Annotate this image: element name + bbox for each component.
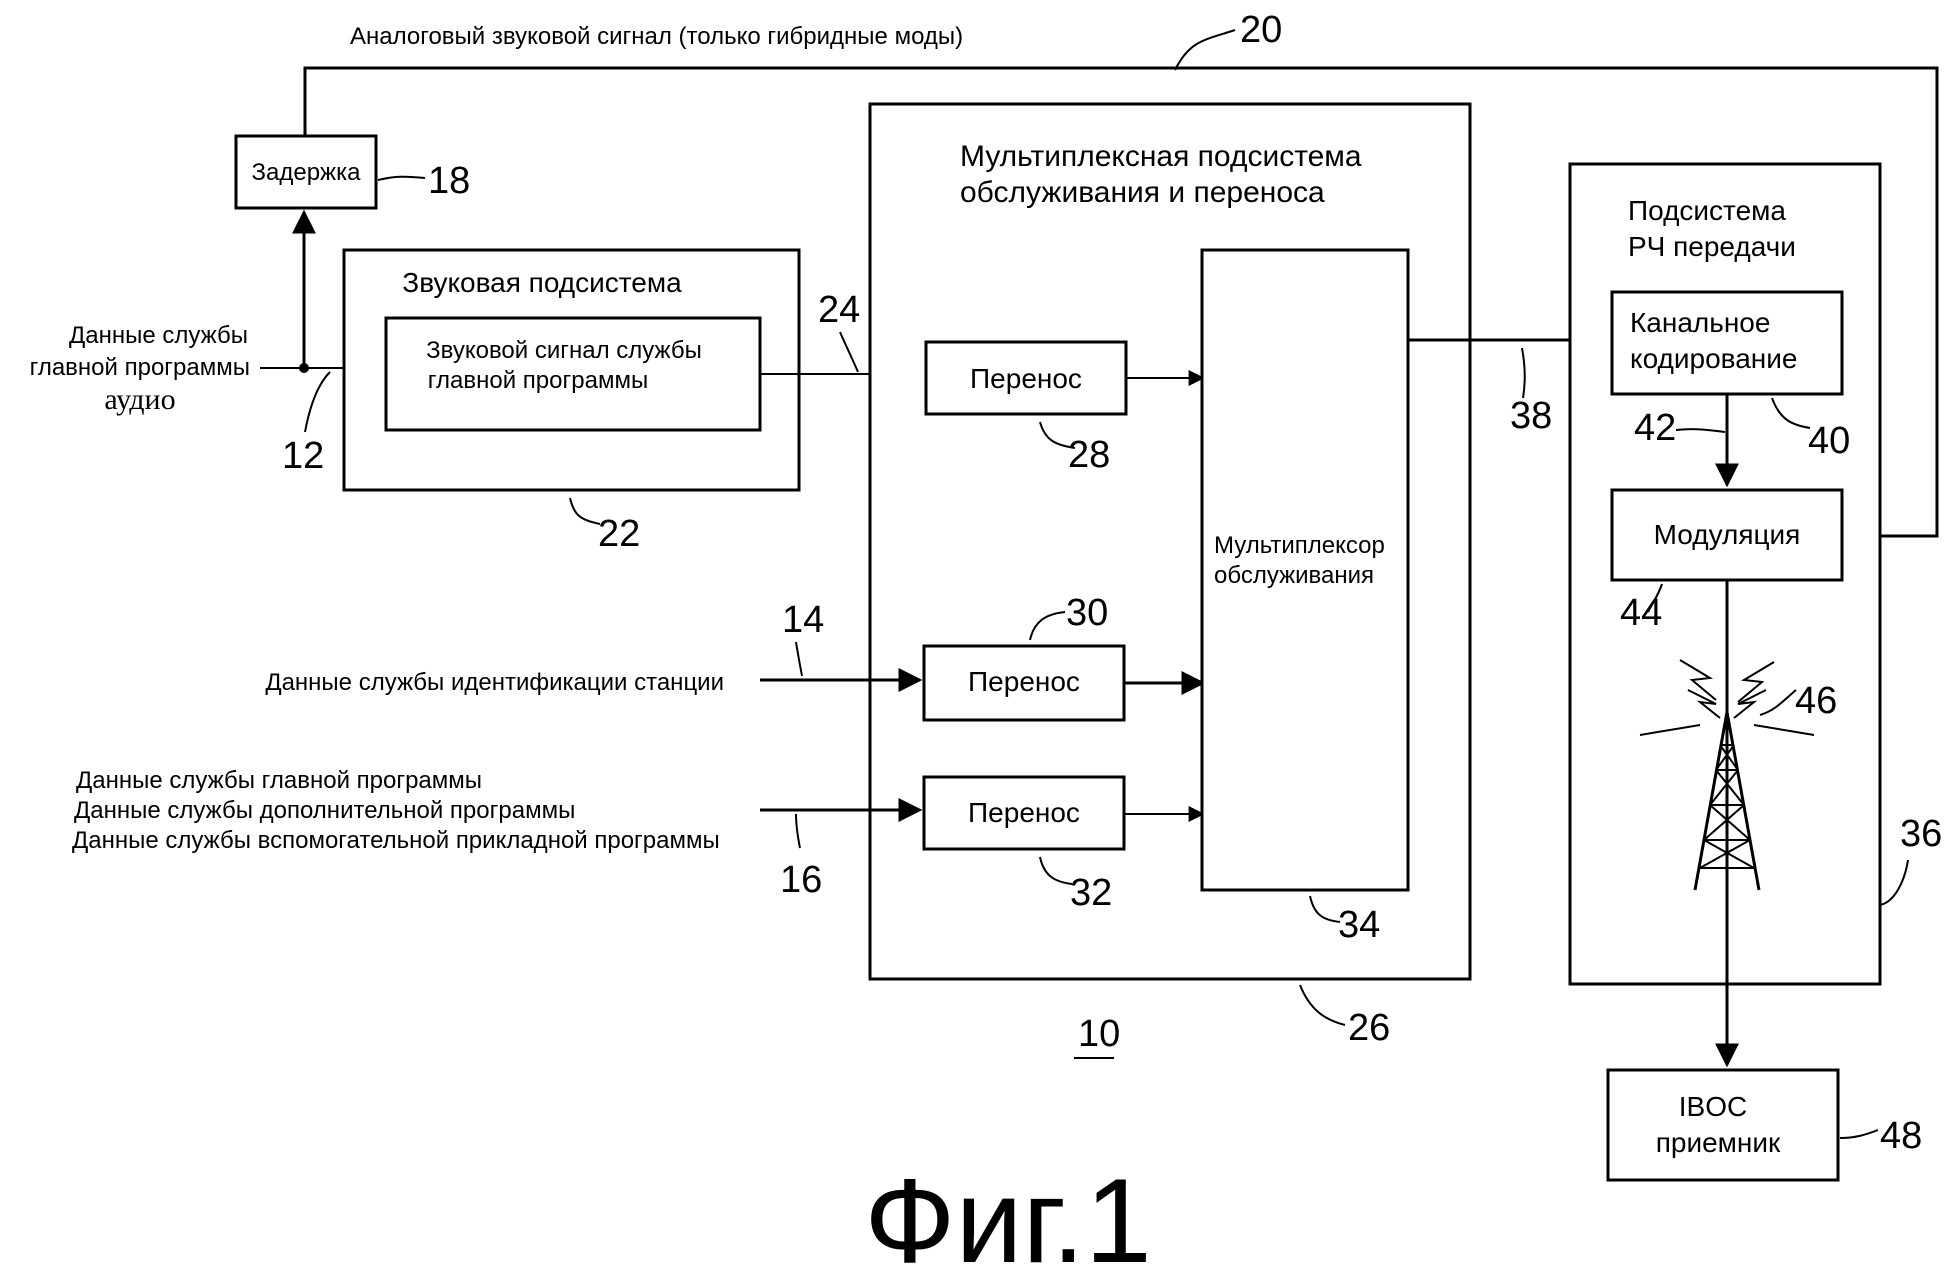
leader-40 [1771, 397, 1811, 429]
ref-36: 36 [1900, 813, 1942, 855]
leader-14 [795, 641, 803, 677]
data-input-line3: Данные службы вспомогательной прикладной… [72, 827, 720, 854]
ref-38: 38 [1510, 395, 1552, 437]
mux-title-line1: Мультиплексная подсистема [960, 140, 1362, 173]
ref-48: 48 [1880, 1115, 1922, 1157]
main-audio-box [384, 316, 762, 432]
ref-46: 46 [1795, 680, 1837, 722]
data-input-line2: Данные службы дополнительной программы [74, 797, 575, 824]
ref-24: 24 [818, 289, 860, 331]
modulation-label: Модуляция [1654, 519, 1801, 550]
leader-24 [839, 331, 859, 373]
mux-title-line2: обслуживания и переноса [960, 176, 1325, 209]
ref-14: 14 [782, 599, 824, 641]
leader-32 [1039, 856, 1073, 885]
input-main-line2: главной программы [30, 354, 250, 381]
receiver-box [1606, 1068, 1840, 1182]
ref-18: 18 [428, 160, 470, 202]
channel-coding-line1: Канальное [1630, 307, 1770, 338]
leader-34 [1309, 895, 1341, 923]
ref-44: 44 [1620, 592, 1662, 634]
leader-38 [1521, 347, 1526, 399]
ref-20: 20 [1240, 9, 1282, 51]
transport-label-28: Перенос [970, 363, 1082, 394]
leader-16 [795, 813, 801, 849]
ref-16: 16 [780, 859, 822, 901]
ref-22: 22 [598, 513, 640, 555]
transport-box-30 [922, 644, 1126, 722]
leader-44 [1647, 583, 1663, 613]
service-mux-box [1200, 248, 1410, 892]
channel-coding-line2: кодирование [1630, 343, 1797, 374]
leader-30 [1029, 611, 1066, 641]
transport-label-30: Перенос [968, 666, 1080, 697]
analog-path-wire [303, 66, 1939, 548]
ref-32: 32 [1070, 872, 1112, 914]
leader-28 [1039, 421, 1076, 449]
leader-22 [569, 497, 601, 525]
rf-title-line1: Подсистема [1628, 195, 1786, 226]
leader-18 [377, 175, 426, 181]
data-input-line1: Данные службы главной программы [76, 767, 482, 794]
audio-subsystem-title: Звуковая подсистема [402, 267, 682, 298]
ref-42: 42 [1634, 407, 1676, 449]
station-id-label: Данные службы идентификации станции [265, 669, 724, 696]
channel-coding-box [1610, 290, 1844, 396]
transport-box-32 [922, 775, 1126, 851]
receiver-line2: приемник [1656, 1127, 1781, 1158]
input-main-line3: аудио [104, 383, 175, 416]
figure-caption: Фиг.1 [864, 1154, 1151, 1275]
transport-box-28 [924, 340, 1128, 416]
leader-48 [1839, 1129, 1879, 1139]
service-mux-line2: обслуживания [1214, 562, 1374, 589]
leader-42 [1675, 428, 1726, 433]
leader-36 [1879, 859, 1909, 906]
rf-title-line2: РЧ передачи [1628, 231, 1796, 262]
transport-label-32: Перенос [968, 797, 1080, 828]
delay-label: Задержка [252, 159, 362, 186]
receiver-line1: IBOC [1679, 1091, 1747, 1122]
ref-12: 12 [282, 435, 324, 477]
main-audio-line2: главной программы [428, 367, 648, 394]
input-main-line1: Данные службы [69, 322, 248, 349]
leader-20 [1174, 29, 1236, 71]
ref-10: 10 [1078, 1013, 1120, 1055]
leader-46 [1759, 689, 1797, 716]
antenna-tower-icon [1639, 659, 1815, 891]
delay-box [234, 134, 378, 210]
ref-34: 34 [1338, 904, 1380, 946]
ref-26: 26 [1348, 1007, 1390, 1049]
service-mux-line1: Мультиплексор [1214, 532, 1385, 559]
analog-signal-label: Аналоговый звуковой сигнал (только гибри… [350, 23, 963, 50]
ref-40: 40 [1808, 420, 1850, 462]
ref-30: 30 [1066, 592, 1108, 634]
leader-12 [304, 371, 331, 433]
ref-28: 28 [1068, 434, 1110, 476]
main-audio-line1: Звуковой сигнал службы [426, 337, 702, 364]
leader-26 [1299, 984, 1346, 1026]
